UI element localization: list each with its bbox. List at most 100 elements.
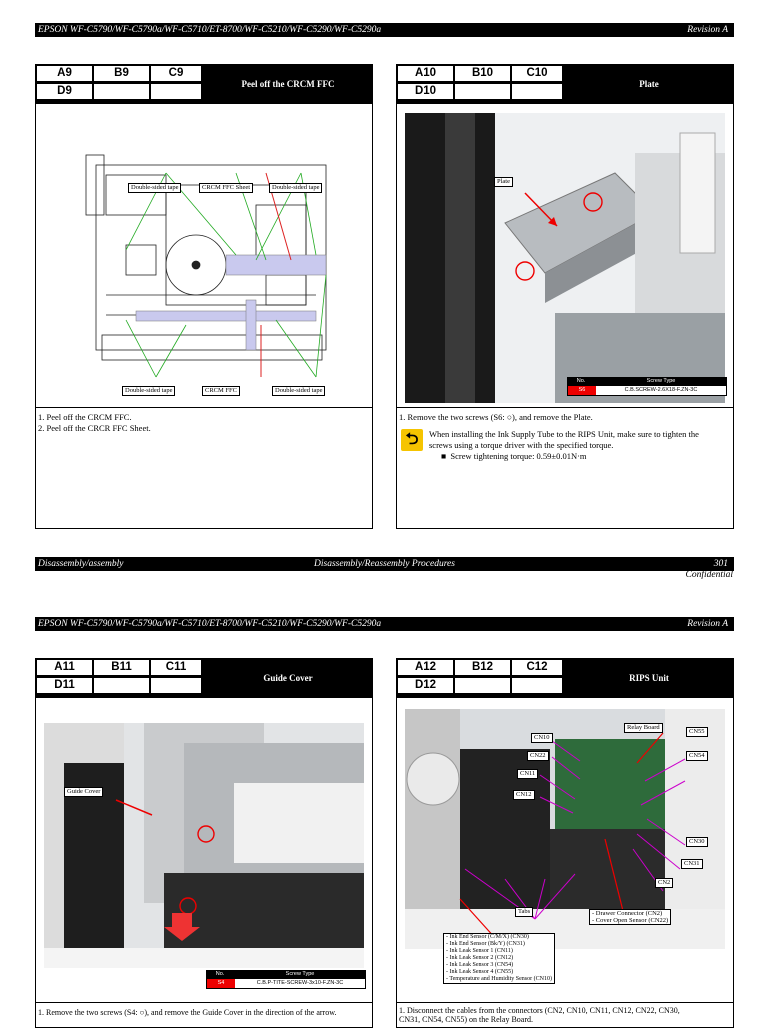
code-d: D9 [37,84,92,99]
panel-guide-cover: A11 B11 C11 D11 Guide Cover Guide Cover … [35,658,373,1028]
label-cn11: CN11 [517,769,539,779]
confidential-text: Confidential [685,570,734,580]
tip-line-1: When installing the Ink Supply Tube to t… [429,429,699,439]
label-relay-board: Relay Board [624,723,663,733]
code-e [455,678,510,693]
step-1: 1. Disconnect the cables from the connec… [399,1006,680,1015]
code-d: D10 [398,84,453,99]
label-cn22: CN22 [527,751,549,761]
panel-header: A11 B11 C11 D11 Guide Cover [35,658,373,698]
panel-title: Guide Cover [263,673,313,683]
label-crcm-ffc-sheet: CRCM FFC Sheet [199,183,254,193]
screw-type-header: Screw Type [285,971,315,977]
sensor-4: - Ink Leak Sensor 2 (CN12) [446,955,514,961]
code-e [94,678,149,693]
code-b: B12 [455,660,510,675]
code-e [455,84,510,99]
code-e [94,84,149,99]
plate-photo [405,113,725,403]
header-revision: Revision A [687,25,728,35]
label-guide-cover: Guide Cover [64,787,104,797]
code-c: C12 [512,660,562,675]
screw-type: C.B.P-TITE-SCREW-3x10-F.ZN-3C [256,980,344,986]
code-b: B10 [455,66,510,81]
steps: 1. Disconnect the cables from the connec… [399,1006,731,1024]
tip-line-2: screws using a torque driver with the sp… [429,440,614,450]
panel-header: A9 B9 C9 D9 Peel off the CRCM FFC [35,64,373,104]
screw-no: S4 [207,979,235,988]
label-tape-4: Double-sided tape [272,386,326,396]
sensor-1: - Ink End Sensor (C/M/X) (CN30) [446,934,529,940]
steps: 1. Peel off the CRCM FFC. 2. Peel off th… [38,412,370,434]
label-cn30: CN30 [686,837,708,847]
code-a: A12 [398,660,453,675]
sensor-2: - Ink End Sensor (Bk/Y) (CN31) [446,941,525,947]
label-cn10: CN10 [531,733,553,743]
label-tape-2: Double-sided tape [269,183,323,193]
page-footer-bar: Disassembly/assembly Disassembly/Reassem… [35,557,734,571]
label-cn55: CN55 [686,727,708,737]
label-cn12: CN12 [513,790,535,800]
divider [36,1002,372,1003]
label-plate: Plate [494,177,513,187]
panel-plate: A10 B10 C10 D10 Plate Plate No. Screw Typ… [396,64,734,529]
drawer-line-1: - Drawer Connector (CN2) [592,910,663,917]
code-a: A9 [37,66,92,81]
screw-no-header: No. [215,971,225,977]
tip-text: When installing the Ink Supply Tube to t… [429,429,731,462]
label-tape-3: Double-sided tape [122,386,176,396]
screw-type-header: Screw Type [646,378,676,384]
header-model-text: EPSON WF-C5790/WF-C5790a/WF-C5710/ET-870… [38,619,382,629]
step-1: 1. Remove the two screws (S4: ○), and re… [38,1008,337,1017]
code-f [151,84,201,99]
steps: 1. Remove the two screws (S6: ○), and re… [399,412,731,423]
sensor-7: - Temperature and Humidity Sensor (CN10) [446,976,552,982]
label-tape-1: Double-sided tape [128,183,182,193]
step-1: 1. Remove the two screws (S6: ○), and re… [399,412,593,422]
code-f [512,84,562,99]
sensor-5: - Ink Leak Sensor 3 (CN54) [446,962,514,968]
screw-no-header: No. [576,378,586,384]
step-2: 2. Peel off the CRCR FFC Sheet. [38,423,151,433]
page2-header-bar: EPSON WF-C5790/WF-C5790a/WF-C5710/ET-870… [35,617,734,631]
divider [36,407,372,408]
divider [397,1002,733,1003]
code-f [151,678,201,693]
code-a: A10 [398,66,453,81]
header-revision: Revision A [687,619,728,629]
tip-bullet: ■ Screw tightening torque: 0.59±0.01N·m [441,451,587,461]
sensor-list: - Ink End Sensor (C/M/X) (CN30) - Ink En… [443,933,555,984]
steps: 1. Remove the two screws (S4: ○), and re… [38,1007,370,1018]
label-crcm-ffc: CRCM FFC [202,386,240,396]
drawer-line-2: - Cover Open Sensor (CN22) [592,917,669,924]
code-f [512,678,562,693]
panel-crcm-ffc: A9 B9 C9 D9 Peel off the CRCM FFC [35,64,373,529]
sensor-6: - Ink Leak Sensor 4 (CN55) [446,969,514,975]
step-1-cont: CN31, CN54, CN55) on the Relay Board. [399,1015,533,1024]
sensor-3: - Ink Leak Sensor 1 (CN11) [446,948,513,954]
header-model-text: EPSON WF-C5790/WF-C5790a/WF-C5710/ET-870… [38,25,382,35]
screw-table: No. Screw Type S4 C.B.P-TITE-SCREW-3x10-F.… [206,970,366,989]
guide-cover-photo [44,723,364,968]
step-1: 1. Peel off the CRCM FFC. [38,412,132,422]
screw-no: S6 [568,386,596,395]
code-d: D11 [37,678,92,693]
label-drawer-connector: - Drawer Connector (CN2) - Cover Open Se… [589,909,672,925]
panel-header: A12 B12 C12 D12 RIPS Unit [396,658,734,698]
page-header-bar: EPSON WF-C5790/WF-C5790a/WF-C5710/ET-870… [35,23,734,37]
rips-unit-photo [405,709,725,949]
code-c: C10 [512,66,562,81]
label-cn2: CN2 [655,878,674,888]
code-d: D12 [398,678,453,693]
panel-title: Plate [639,79,659,89]
panel-title: Peel off the CRCM FFC [241,79,335,89]
code-c: C11 [151,660,201,675]
divider [397,407,733,408]
tip-bullet-text: Screw tightening torque: 0.59±0.01N·m [450,451,587,461]
footer-page-number: 301 [713,559,728,569]
label-cn54: CN54 [686,751,708,761]
panel-rips-unit: A12 B12 C12 D12 RIPS Unit [396,658,734,1028]
label-tabs: Tabs [515,907,534,917]
code-b: B11 [94,660,149,675]
